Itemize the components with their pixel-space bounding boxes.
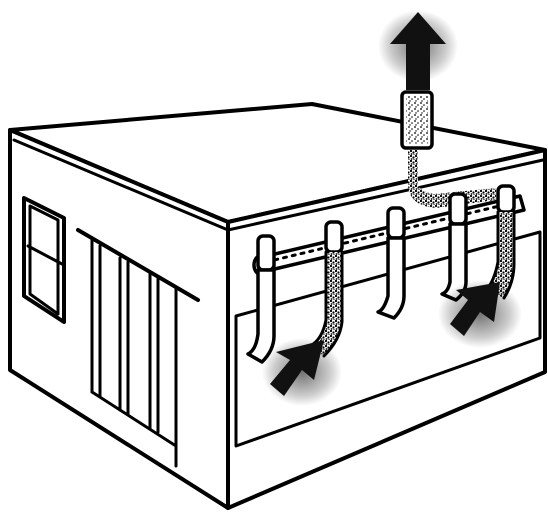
stack-smoke [406, 96, 428, 144]
